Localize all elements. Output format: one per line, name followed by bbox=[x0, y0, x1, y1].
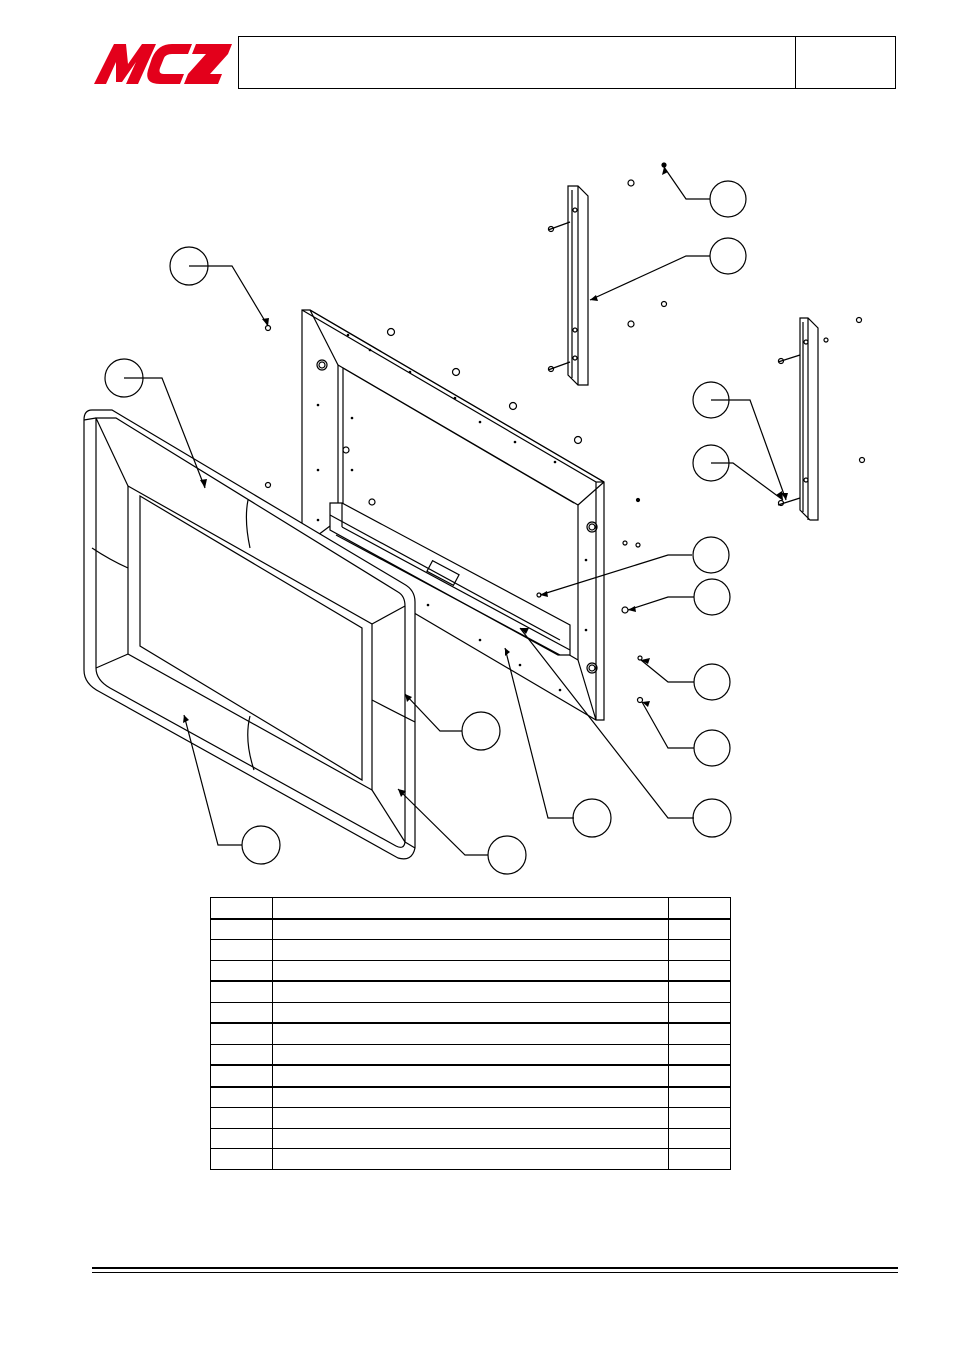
bottom-rail bbox=[329, 502, 571, 656]
table-header-cell bbox=[668, 897, 731, 919]
table-cell bbox=[210, 1022, 273, 1045]
table-header-cell bbox=[272, 897, 669, 919]
callout-circle bbox=[693, 663, 731, 701]
mcz-logo-icon bbox=[94, 44, 232, 84]
table-cell bbox=[668, 917, 731, 940]
footer-rule-thin bbox=[92, 1272, 898, 1273]
callout-circle bbox=[692, 798, 732, 838]
table-cell bbox=[272, 1043, 669, 1066]
leader-lines bbox=[124, 166, 787, 856]
table-cell bbox=[272, 959, 669, 982]
table-cell bbox=[272, 1085, 669, 1108]
header-box bbox=[238, 36, 896, 89]
table-cell bbox=[210, 1043, 273, 1066]
arrow-heads bbox=[183, 167, 788, 797]
table-cell bbox=[210, 959, 273, 982]
table-row bbox=[210, 1001, 731, 1024]
table-cell bbox=[668, 1064, 731, 1087]
table-cell bbox=[668, 1085, 731, 1108]
callout-circles bbox=[104, 180, 747, 875]
table-cell bbox=[272, 939, 669, 961]
table-row bbox=[210, 1022, 731, 1045]
front-cornice bbox=[83, 409, 416, 860]
callout-circle bbox=[572, 798, 612, 838]
table-cell bbox=[272, 1022, 669, 1045]
table-cell bbox=[210, 1107, 273, 1129]
footer-rule bbox=[92, 1267, 898, 1269]
table-cell bbox=[272, 980, 669, 1003]
callout-circle bbox=[693, 578, 731, 616]
callout-circle bbox=[692, 381, 730, 419]
table-cell bbox=[668, 1107, 731, 1129]
table-cell bbox=[272, 1127, 669, 1149]
table-cell bbox=[272, 1148, 669, 1170]
table-header-row bbox=[210, 897, 731, 919]
table-row bbox=[210, 959, 731, 982]
table-row bbox=[210, 980, 731, 1003]
table-cell bbox=[668, 939, 731, 961]
table-cell bbox=[668, 1043, 731, 1066]
left-bracket bbox=[547, 179, 668, 386]
right-bracket bbox=[777, 316, 866, 521]
parts-table bbox=[210, 897, 731, 1170]
table-row bbox=[210, 1127, 731, 1149]
table-row bbox=[210, 1148, 731, 1170]
table-cell bbox=[210, 939, 273, 961]
table-row bbox=[210, 917, 731, 940]
table-row bbox=[210, 1107, 731, 1129]
table-cell bbox=[272, 1107, 669, 1129]
table-cell bbox=[210, 980, 273, 1003]
table-row bbox=[210, 1043, 731, 1066]
table-cell bbox=[210, 917, 273, 940]
table-cell bbox=[210, 1085, 273, 1108]
table-row bbox=[210, 939, 731, 961]
table-cell bbox=[668, 1022, 731, 1045]
callout-circle bbox=[461, 711, 501, 751]
table-row bbox=[210, 1085, 731, 1108]
table-cell bbox=[668, 1001, 731, 1024]
callout-circle bbox=[709, 237, 747, 275]
table-cell bbox=[210, 1127, 273, 1149]
table-header-cell bbox=[210, 897, 273, 919]
table-cell bbox=[668, 980, 731, 1003]
table-cell bbox=[272, 917, 669, 940]
callout-circle bbox=[487, 835, 527, 875]
table-row bbox=[210, 1064, 731, 1087]
table-cell bbox=[668, 1148, 731, 1170]
table-cell bbox=[272, 1064, 669, 1087]
table-cell bbox=[210, 1001, 273, 1024]
callout-circle bbox=[104, 358, 144, 398]
header-divider bbox=[795, 37, 796, 88]
table-cell bbox=[210, 1148, 273, 1170]
callout-circle bbox=[241, 825, 281, 865]
callout-circle bbox=[169, 246, 209, 286]
callout-circle bbox=[693, 729, 731, 767]
callout-circle bbox=[709, 180, 747, 218]
table-cell bbox=[210, 1064, 273, 1087]
callout-circle bbox=[692, 536, 730, 574]
screws bbox=[264, 162, 667, 704]
table-cell bbox=[668, 959, 731, 982]
callout-circle bbox=[692, 444, 730, 482]
table-cell bbox=[668, 1127, 731, 1149]
table-cell bbox=[272, 1001, 669, 1024]
